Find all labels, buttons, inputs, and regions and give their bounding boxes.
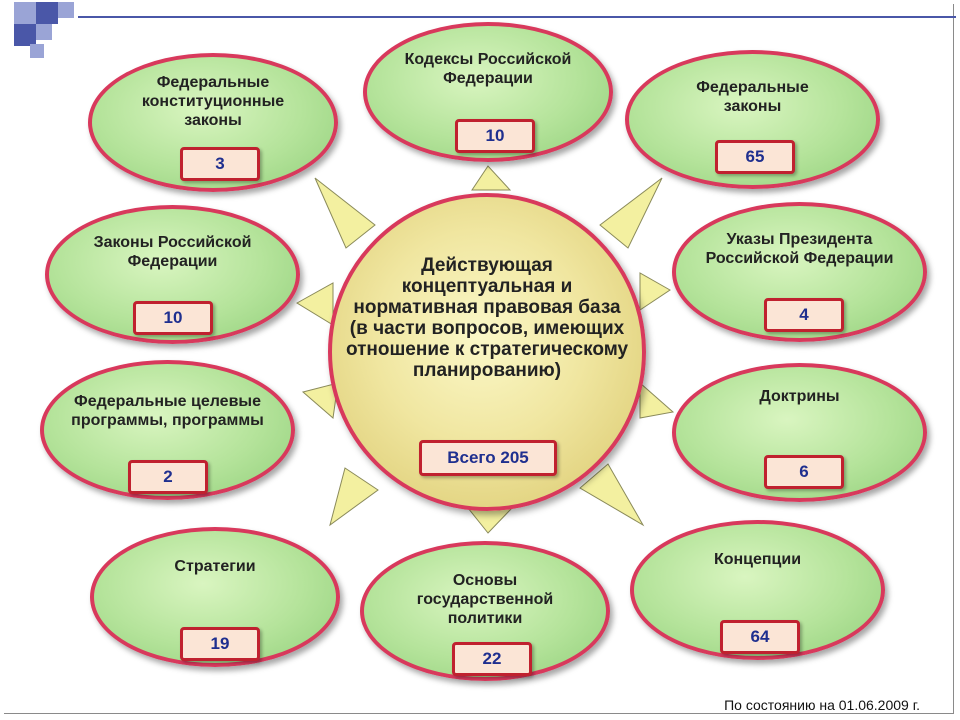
node-label: Федеральные целевые программы, программы	[71, 393, 264, 429]
count-badge: 65	[715, 140, 795, 174]
node-policy-foundations: Основы государственной политики 22	[360, 541, 610, 681]
as-of-date-note: По состоянию на 01.06.2009 г.	[724, 697, 920, 713]
node-label: Концепции	[713, 551, 802, 568]
deco-square	[14, 2, 36, 24]
node-federal-constitutional-laws: Федеральные конституционные законы 3	[88, 53, 338, 192]
node-strategies: Стратегии 19	[90, 527, 340, 667]
node-label: Законы Российской Федерации	[93, 234, 252, 270]
deco-square	[30, 44, 44, 58]
count-badge: 2	[128, 460, 208, 494]
slide-frame	[4, 4, 954, 714]
node-concepts: Концепции 64	[630, 520, 885, 660]
node-label: Доктрины	[759, 388, 840, 405]
count-badge: 22	[452, 642, 532, 676]
ray-top-left	[314, 177, 376, 249]
top-rule	[78, 16, 956, 18]
ray-right	[639, 272, 671, 311]
node-federal-laws: Федеральные законы 65	[625, 50, 880, 189]
ray-bottom-right	[579, 463, 645, 527]
count-badge: 64	[720, 620, 800, 654]
ray-bottom-left	[329, 467, 379, 527]
count-badge: 4	[764, 298, 844, 332]
ray-bottom	[466, 507, 514, 534]
node-label: Федеральные законы	[696, 79, 809, 115]
count-badge: 10	[455, 119, 535, 153]
node-rf-laws: Законы Российской Федерации 10	[45, 205, 300, 344]
deco-square	[36, 24, 52, 40]
node-target-programs: Федеральные целевые программы, программы…	[40, 360, 295, 500]
node-label: Кодексы Российской Федерации	[404, 51, 572, 87]
count-badge: 6	[764, 455, 844, 489]
node-codes: Кодексы Российской Федерации 10	[363, 22, 613, 162]
node-label: Стратегии	[174, 558, 256, 575]
center-circle: Действующая концептуальная и нормативная…	[328, 193, 646, 511]
ray-top	[471, 165, 512, 191]
deco-square	[36, 2, 58, 24]
ray-top-right	[599, 177, 663, 249]
node-doctrines: Доктрины 6	[672, 363, 927, 502]
count-badge: 3	[180, 147, 260, 181]
node-presidential-decrees: Указы Президента Российской Федерации 4	[672, 202, 927, 342]
deco-square	[58, 2, 74, 18]
ray-right-lower	[639, 381, 675, 419]
count-badge: 19	[180, 627, 260, 661]
ray-left	[296, 282, 334, 326]
node-label: Федеральные конституционные законы	[141, 74, 285, 129]
center-title: Действующая концептуальная и нормативная…	[345, 255, 629, 381]
total-badge: Всего 205	[419, 440, 557, 476]
count-badge: 10	[133, 301, 213, 335]
node-label: Основы государственной политики	[416, 572, 554, 627]
node-label: Указы Президента Российской Федерации	[705, 231, 894, 267]
deco-square	[14, 24, 36, 46]
